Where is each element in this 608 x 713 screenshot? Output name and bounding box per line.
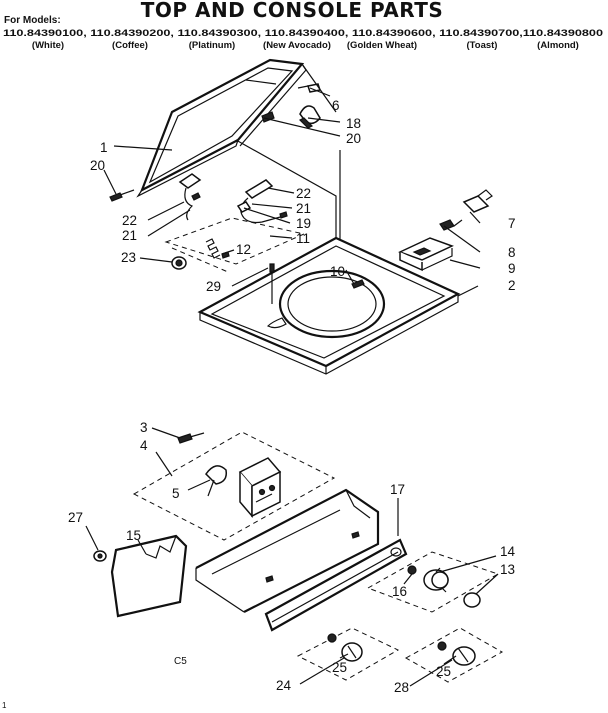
hinge-clip <box>261 111 275 123</box>
callout-2: 2 <box>508 278 516 293</box>
callout-11: 11 <box>296 231 310 246</box>
callout-21: 21 <box>296 201 311 216</box>
callout-6: 6 <box>332 98 340 113</box>
callout-22: 22 <box>296 186 311 201</box>
callout-16: 16 <box>392 584 407 599</box>
control-knob-24 <box>327 633 363 662</box>
knob-group-28 <box>404 627 504 683</box>
control-knob-right <box>423 567 449 593</box>
control-knob-28 <box>437 641 476 666</box>
washer-top-panel <box>197 63 461 375</box>
diagram-code: C5 <box>174 656 187 667</box>
color-new-avocado: (New Avocado) <box>263 40 331 51</box>
leader-lines <box>85 87 499 687</box>
callout-25: 25 <box>332 660 347 675</box>
callout-20: 20 <box>346 131 361 146</box>
callout-1: 1 <box>100 140 108 155</box>
knob-group-right <box>366 551 500 613</box>
timer <box>238 457 282 519</box>
callout-numbers: 1 20 6 18 20 22 21 22 21 19 11 12 23 29 … <box>68 98 516 695</box>
callout-19: 19 <box>296 216 311 231</box>
callout-8: 8 <box>508 245 516 260</box>
model-numbers: 110.84390100, 110.84390200, 110.84390300… <box>3 27 603 38</box>
lid-switch-bracket <box>398 237 454 272</box>
top-screw <box>351 279 365 289</box>
callout-18: 18 <box>346 116 361 131</box>
color-almond: (Almond) <box>537 40 579 51</box>
callout-3: 3 <box>140 420 148 435</box>
callout-7: 7 <box>508 216 516 231</box>
color-coffee: (Coffee) <box>112 40 148 51</box>
callout-25: 25 <box>436 664 451 679</box>
callout-5: 5 <box>172 486 180 501</box>
washer-lid <box>136 58 307 198</box>
console-panel <box>264 538 408 632</box>
callout-27: 27 <box>68 510 83 525</box>
timer-screw <box>177 432 205 444</box>
knob-cap <box>463 592 481 608</box>
callout-17: 17 <box>390 482 405 497</box>
corner-mark: 1 <box>2 701 7 710</box>
bumper-screw <box>269 263 275 304</box>
knob-spring-clip <box>407 565 417 575</box>
lid-switch-actuator-left <box>178 173 202 221</box>
callout-28: 28 <box>394 680 409 695</box>
timer-mounting-area <box>132 431 336 541</box>
lid-screw <box>109 189 135 202</box>
callout-9: 9 <box>508 261 516 276</box>
color-platinum: (Platinum) <box>189 40 235 51</box>
color-white: (White) <box>32 40 64 51</box>
callout-24: 24 <box>276 678 292 693</box>
lid-switch <box>439 189 493 231</box>
color-toast: (Toast) <box>467 40 498 51</box>
diagram-title: TOP AND CONSOLE PARTS <box>141 0 444 22</box>
callout-15: 15 <box>126 528 141 543</box>
lid-switch-actuator-right <box>236 179 288 224</box>
callout-29: 29 <box>206 279 221 294</box>
callout-22: 22 <box>122 213 137 228</box>
callout-4: 4 <box>140 438 148 453</box>
console-rear-cover <box>110 534 188 618</box>
callout-13: 13 <box>500 562 515 577</box>
color-golden-wheat: (Golden Wheat) <box>347 40 417 51</box>
callout-23: 23 <box>121 250 136 265</box>
callout-12: 12 <box>236 242 251 257</box>
console-housing <box>195 488 380 613</box>
models-label: For Models: <box>4 15 61 26</box>
rear-cover-nut <box>93 550 107 562</box>
lid-bumper <box>171 256 187 270</box>
callout-20: 20 <box>90 158 105 173</box>
callout-10: 10 <box>330 264 345 279</box>
lid-switch-spring-group <box>164 217 306 273</box>
callout-21: 21 <box>122 228 137 243</box>
callout-14: 14 <box>500 544 516 559</box>
lid-hinge <box>298 105 321 129</box>
timer-dial-insert <box>205 465 228 497</box>
